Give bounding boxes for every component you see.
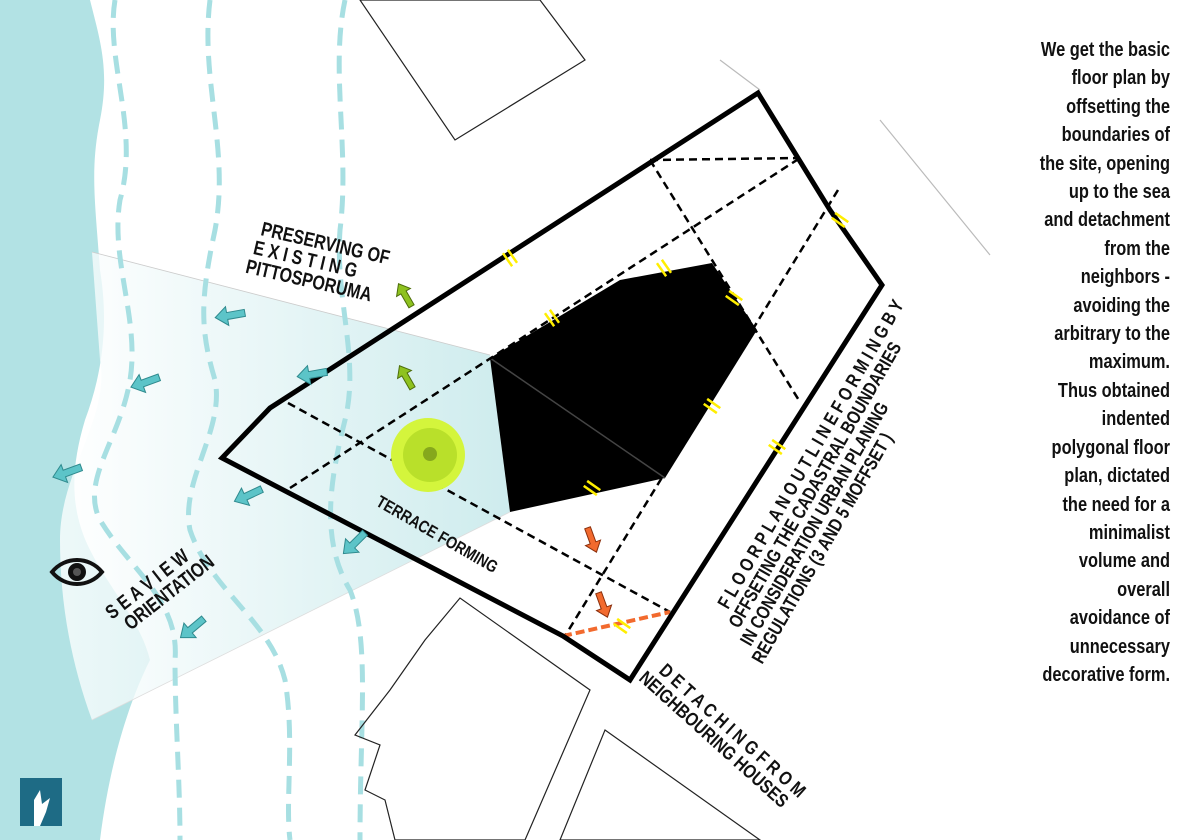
tree-arrows	[395, 283, 416, 391]
description-line: the site, opening	[1039, 152, 1170, 175]
contour-lines	[92, 0, 365, 840]
description-line: neighbors -	[1080, 266, 1170, 289]
description-line: offsetting the	[1066, 95, 1170, 118]
description-line: floor plan by	[1071, 67, 1170, 90]
sea-view-arrows	[52, 305, 369, 639]
description-line: avoidance of	[1069, 607, 1170, 630]
description-line: and detachment	[1044, 209, 1170, 232]
description-line: indented	[1101, 408, 1170, 431]
description-line: from the	[1104, 237, 1170, 260]
svg-text:D E T A C H I N G F R O M: D E T A C H I N G F R O M	[655, 659, 810, 802]
description-line: boundaries of	[1061, 124, 1170, 147]
orange-offset-line	[562, 610, 671, 638]
svg-text:OFFSETING THE CADASTRAL BOUNDA: OFFSETING THE CADASTRAL BOUNDARIES	[724, 338, 906, 632]
equal-markers	[501, 211, 849, 635]
description-line: minimalist	[1088, 521, 1170, 544]
description-line: polygonal floor	[1051, 436, 1170, 459]
neighbour-houses	[354, 0, 991, 840]
logo-icon	[20, 778, 62, 826]
description-line: up to the sea	[1068, 181, 1170, 204]
detach-arrows	[584, 526, 613, 618]
description-line: volume and	[1078, 550, 1170, 573]
description-text: We get the basic floor plan by offsetting …	[973, 36, 1170, 689]
label-detaching: D E T A C H I N G F R O M NEIGHBOURING H…	[635, 659, 810, 812]
offset-lines	[287, 156, 840, 637]
description-line: unnecessary	[1069, 635, 1170, 658]
description-line: arbitrary to the	[1054, 323, 1170, 346]
description-line: Thus obtained	[1057, 379, 1170, 402]
existing-tree	[391, 418, 465, 492]
svg-text:NEIGHBOURING HOUSES: NEIGHBOURING HOUSES	[635, 667, 793, 812]
building-volume	[490, 263, 757, 512]
view-wedge	[60, 252, 510, 720]
eye-icon	[49, 558, 105, 586]
description-line: plan, dictated	[1064, 465, 1170, 488]
description-line: We get the basic	[1040, 39, 1170, 61]
description-line: overall	[1117, 578, 1170, 601]
description-line: avoiding the	[1073, 294, 1170, 317]
label-preserving: PRESERVING OF E X I S T I N G PITTOSPORU…	[244, 218, 392, 306]
description-line: maximum.	[1088, 351, 1170, 374]
description-line: the need for a	[1062, 493, 1170, 516]
description-line: decorative form.	[1042, 663, 1170, 686]
site-boundary	[217, 89, 886, 684]
